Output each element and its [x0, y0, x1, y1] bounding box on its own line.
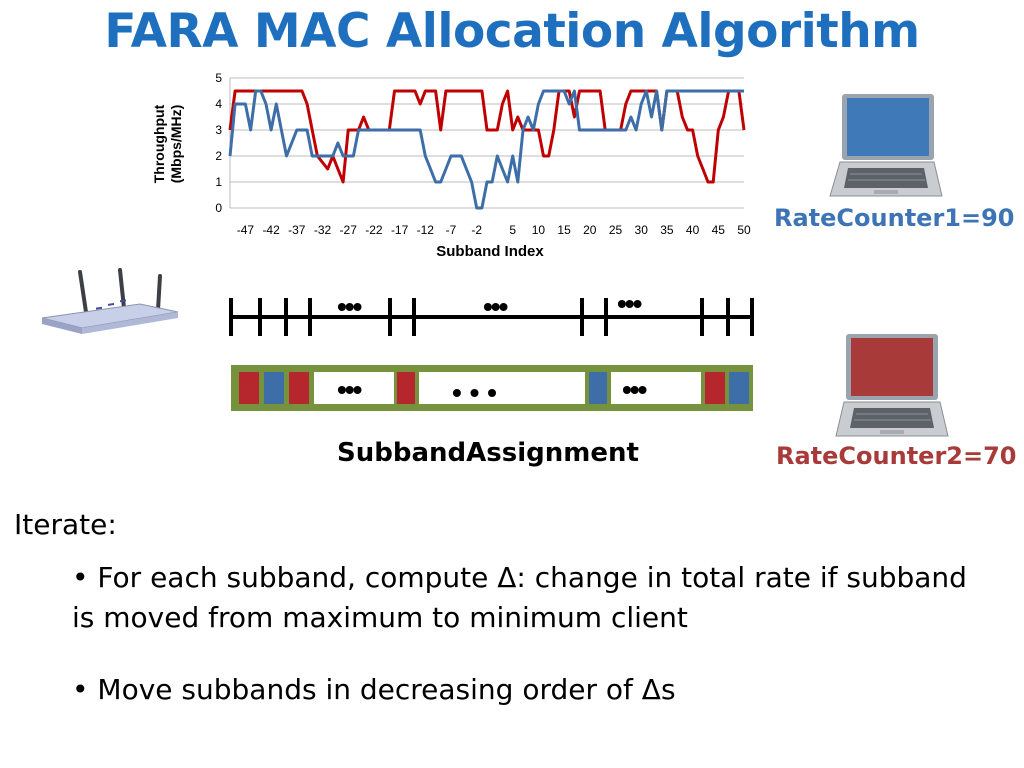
laptop-blue-icon: [829, 94, 943, 197]
chart-x-tick-label: 25: [609, 223, 623, 237]
bullet-2: • Move subbands in decreasing order of Δ…: [72, 673, 676, 706]
rate-counter-1: RateCounter1=90: [774, 204, 1015, 232]
chart-x-ticks: -47 -42 -37 -32 -27 -22 -17 -12 -7 -2 5 10 15 20 25 30 3…: [237, 223, 751, 237]
chart-y-label: Throughput(Mbps/MHz): [151, 104, 184, 183]
chart-y-tick-label: 1: [215, 175, 222, 189]
subband-assignment-bar: [231, 365, 753, 411]
chart-x-tick-label: -17: [391, 223, 409, 237]
chart-y-ticks: 0 1 2 3 4 5: [215, 71, 222, 215]
chart-x-tick-label: 20: [583, 223, 597, 237]
ruler-ellipsis-1: •••: [337, 291, 362, 322]
assignment-ellipsis-2: • • •: [452, 377, 497, 408]
chart-x-tick-label: -42: [262, 223, 280, 237]
subband-red: [239, 372, 259, 404]
chart-y-tick-label: 4: [215, 97, 222, 111]
chart-series-blue-line: [228, 89, 744, 210]
chart-x-tick-label: -22: [365, 223, 383, 237]
iterate-label: Iterate:: [14, 508, 117, 541]
chart-x-tick-label: -2: [471, 223, 482, 237]
chart-series-lines: [228, 89, 746, 210]
subband-gap: [611, 372, 701, 404]
chart-x-tick-label: 40: [686, 223, 700, 237]
chart-x-tick-label: -37: [288, 223, 306, 237]
chart-x-tick-label: 10: [532, 223, 546, 237]
chart-x-label: Subband Index: [436, 243, 544, 260]
subband-blue: [729, 372, 749, 404]
assignment-ellipsis-3: •••: [622, 374, 647, 405]
ruler-ellipsis-3: •••: [617, 288, 642, 319]
chart-x-tick-label: 45: [712, 223, 726, 237]
subband-red: [397, 372, 415, 404]
chart-x-tick-label: -12: [417, 223, 435, 237]
router-icon: [41, 268, 179, 334]
subband-ruler: [229, 298, 754, 336]
chart-x-tick-label: 15: [557, 223, 571, 237]
chart-x-tick-label: 50: [737, 223, 751, 237]
subband-assignment-label: SubbandAssignment: [337, 438, 639, 468]
subband-red: [705, 372, 725, 404]
chart-x-tick-label: -7: [446, 223, 457, 237]
chart-y-label-line-1: Throughput: [151, 104, 167, 183]
subband-blue: [264, 372, 284, 404]
chart-x-tick-label: 5: [509, 223, 516, 237]
ruler-ellipsis-2: •••: [483, 291, 508, 322]
subband-blue: [589, 372, 607, 404]
chart-x-tick-label: -27: [340, 223, 358, 237]
chart-y-tick-label: 5: [215, 71, 222, 85]
chart-y-label-line-2: (Mbps/MHz): [168, 105, 184, 184]
laptop-red-icon: [835, 334, 949, 437]
chart-x-tick-label: -32: [314, 223, 332, 237]
chart-x-tick-label: 30: [635, 223, 649, 237]
assignment-ellipsis-1: •••: [337, 374, 362, 405]
chart-y-tick-label: 2: [215, 149, 222, 163]
subband-gap: [419, 372, 585, 404]
slide-title: FARA MAC Allocation Algorithm: [104, 4, 920, 59]
chart-y-tick-label: 0: [215, 201, 222, 215]
chart-x-tick-label: 35: [660, 223, 674, 237]
chart-x-tick-label: -47: [237, 223, 255, 237]
rate-counter-2: RateCounter2=70: [776, 442, 1017, 470]
subband-red: [289, 372, 309, 404]
bullet-1: • For each subband, compute Δ: change in…: [72, 561, 967, 634]
subband-gap: [314, 372, 394, 404]
chart-y-tick-label: 3: [215, 123, 222, 137]
